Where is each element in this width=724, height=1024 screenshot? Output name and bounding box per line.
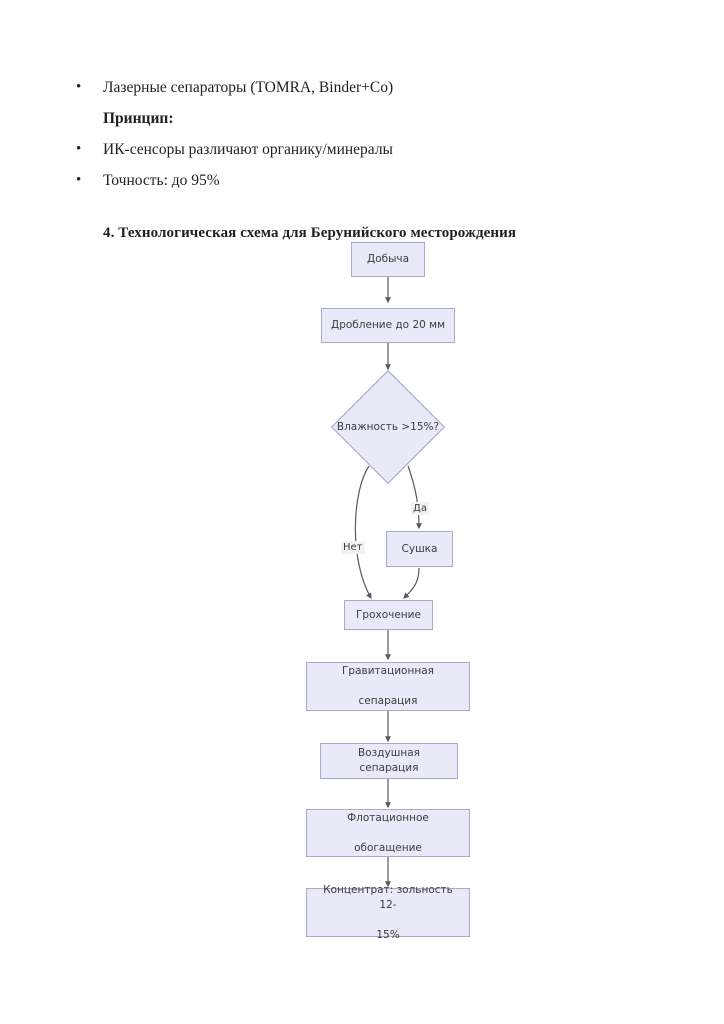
text-content: • Лазерные сепараторы (TOMRA, Binder+Co)… (0, 72, 724, 243)
list-item: • ИК-сенсоры различают органику/минералы (0, 134, 724, 165)
flow-node-gravity-separation-label: Гравитационная сепарация (330, 664, 446, 709)
list-item-label: Точность: до 95% (103, 172, 220, 189)
flow-node-concentrate: Концентрат: зольность 12- 15% (306, 884, 470, 941)
flow-node-drying-label: Сушка (401, 542, 438, 555)
flotation-line-1: Флотационное (347, 811, 429, 824)
edge-label-no: Нет (341, 541, 365, 554)
flow-node-moisture-decision: Влажность >15%? (331, 370, 445, 484)
edge-drying-to-screening (403, 567, 420, 599)
bullet-icon: • (76, 79, 82, 95)
concentrate-line-1: Концентрат: зольность 12- (323, 883, 453, 911)
section-heading: 4. Технологическая схема для Берунийског… (103, 225, 517, 241)
edge-decision-no-to-screening (354, 465, 372, 600)
bullet-icon: • (76, 172, 82, 188)
flow-node-screening-label: Грохочение (356, 608, 421, 621)
flow-node-flotation: Флотационное обогащение (306, 809, 470, 857)
diamond-shape-icon (331, 370, 445, 484)
principle-label: Принцип: (103, 110, 174, 127)
edge-label-yes: Да (411, 502, 429, 515)
flow-node-mining-label: Добыча (366, 253, 410, 265)
flow-node-concentrate-label: Концентрат: зольность 12- 15% (307, 883, 469, 943)
list-item: • Лазерные сепараторы (TOMRA, Binder+Co) (0, 72, 724, 103)
gravity-line-1: Гравитационная (342, 665, 434, 677)
flotation-line-2: обогащение (354, 841, 422, 854)
bullet-icon: • (76, 141, 82, 157)
flow-node-air-separation-label: Воздушная сепарация (358, 747, 420, 774)
flow-node-mining: Добыча (351, 242, 425, 277)
flow-node-moisture-decision-label: Влажность >15%? (336, 421, 440, 433)
flow-node-crushing: Дробление до 20 мм (321, 308, 455, 343)
flow-node-screening: Грохочение (344, 600, 433, 630)
flow-node-air-separation: Воздушная сепарация (320, 743, 458, 779)
flow-node-gravity-separation: Гравитационная сепарация (306, 662, 470, 711)
flow-node-flotation-label: Флотационное обогащение (335, 811, 441, 856)
gravity-line-2: сепарация (358, 695, 418, 707)
flow-node-drying: Сушка (386, 531, 453, 567)
list-item-label: Лазерные сепараторы (TOMRA, Binder+Co) (103, 79, 394, 96)
list-item-label: ИК-сенсоры различают органику/минералы (103, 141, 393, 158)
flow-node-crushing-label: Дробление до 20 мм (331, 319, 445, 331)
list-item: • Точность: до 95% (0, 165, 724, 196)
concentrate-line-2: 15% (376, 928, 400, 941)
